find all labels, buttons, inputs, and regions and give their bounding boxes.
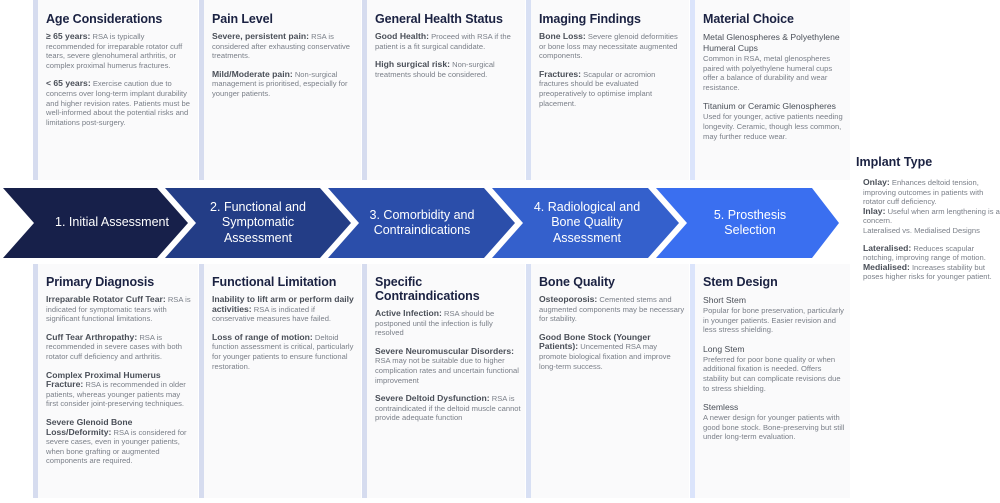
card-accent-bar — [33, 264, 38, 498]
card-entry: Bone Loss: Severe glenoid deformities or… — [539, 31, 678, 61]
card-imaging-findings: Imaging Findings Bone Loss: Severe gleno… — [526, 0, 689, 180]
step-label-4: 4. Radiological and Bone Quality Assessm… — [533, 199, 641, 245]
card-age-considerations: Age Considerations ≥ 65 years: RSA is ty… — [33, 0, 198, 180]
card-bone-quality: Bone Quality Osteoporosis: Cemented stem… — [526, 264, 689, 498]
card-title: Age Considerations — [46, 12, 163, 26]
card-accent-bar — [33, 0, 38, 180]
implant-type-title: Implant Type — [856, 155, 933, 169]
card-specific-contraindications: Specific Contraindications Active Infect… — [362, 264, 525, 498]
card-title: Material Choice — [703, 12, 794, 26]
card-title: Imaging Findings — [539, 12, 641, 26]
card-title: Primary Diagnosis — [46, 275, 155, 289]
card-entry: Mild/Moderate pain: Non-surgical managem… — [212, 68, 348, 98]
card-accent-bar — [362, 0, 367, 180]
card-entry: ≥ 65 years: RSA is typically recommended… — [46, 31, 183, 70]
card-material-choice: Material Choice Metal Glenospheres & Pol… — [690, 0, 850, 180]
chevron-step-5[interactable] — [656, 188, 839, 258]
lateralised-entry: Lateralised: Reduces scapular notching, … — [863, 242, 986, 263]
card-accent-bar — [690, 264, 695, 498]
chevron-step-3[interactable] — [328, 188, 515, 258]
implant-type-panel: Implant Type Onlay: Enhances deltoid ten… — [856, 155, 1000, 282]
card-entry: Osteoporosis: Cemented stems and augment… — [539, 294, 685, 324]
step-label-1: 1. Initial Assessment — [55, 215, 169, 230]
card-entry: Good Bone Stock (Younger Patients): Unce… — [539, 331, 671, 371]
card-primary-diagnosis: Primary Diagnosis Irreparable Rotator Cu… — [33, 264, 198, 498]
card-general-health-status: General Health Status Good Health: Proce… — [362, 0, 525, 180]
card-entry: Severe Deltoid Dysfunction: RSA is contr… — [375, 393, 521, 423]
card-entry: Complex Proximal Humerus Fracture: RSA i… — [46, 369, 186, 409]
card-entry: Irreparable Rotator Cuff Tear: RSA is in… — [46, 294, 191, 324]
card-accent-bar — [526, 0, 531, 180]
card-title: Stem Design — [703, 275, 778, 289]
card-entry: Severe, persistent pain: RSA is consider… — [212, 31, 351, 61]
card-entry: Good Health: Proceed with RSA if the pat… — [375, 31, 511, 51]
card-accent-bar — [526, 264, 531, 498]
card-pain-level: Pain Level Severe, persistent pain: RSA … — [199, 0, 361, 180]
medialised-entry: Medialised: Increases stability but pose… — [863, 261, 992, 282]
card-accent-bar — [690, 0, 695, 180]
card-title: Specific Contraindications — [375, 275, 480, 303]
chevron-step-1[interactable] — [3, 188, 188, 258]
card-entry: Fractures: Scapular or acromion fracture… — [539, 68, 656, 108]
card-functional-limitation: Functional Limitation Inability to lift … — [199, 264, 361, 498]
design-subheading: Lateralised vs. Medialised Designs — [863, 225, 980, 235]
card-entry: Cuff Tear Arthropathy: RSA is recommende… — [46, 331, 182, 361]
card-title: Bone Quality — [539, 275, 615, 289]
card-accent-bar — [199, 264, 204, 498]
card-title: Pain Level — [212, 12, 273, 26]
card-entry: Severe Glenoid Bone Loss/Deformity: RSA … — [46, 416, 187, 466]
card-accent-bar — [362, 264, 367, 498]
step-label-3: 3. Comorbidity and Contraindications — [369, 207, 475, 238]
card-entry: Active Infection: RSA should be postpone… — [375, 308, 495, 338]
step-label-5: 5. Prosthesis Selection — [713, 207, 787, 238]
card-accent-bar — [199, 0, 204, 180]
chevron-step-4[interactable] — [492, 188, 679, 258]
card-entry: Metal Glenospheres & Polyethylene Humera… — [703, 32, 840, 92]
card-entry: Inability to lift arm or perform daily a… — [212, 294, 354, 324]
card-title: Functional Limitation — [212, 275, 337, 289]
onlay-entry: Onlay: Enhances deltoid tension, improvi… — [863, 177, 984, 207]
card-entry: Severe Neuromuscular Disorders: RSA may … — [375, 345, 519, 385]
card-title: General Health Status — [375, 12, 503, 26]
process-chevrons — [3, 188, 839, 258]
card-entry: Loss of range of motion: Deltoid functio… — [212, 331, 354, 371]
chevron-step-2[interactable] — [165, 188, 351, 258]
card-entry: < 65 years: Exercise caution due to conc… — [46, 78, 190, 127]
inlay-entry: Inlay: Useful when arm lengthening is a … — [863, 205, 1000, 226]
card-entry: High surgical risk: Non-surgical treatme… — [375, 59, 495, 79]
step-label-2: 2. Functional and Symptomatic Assessment — [210, 199, 306, 245]
